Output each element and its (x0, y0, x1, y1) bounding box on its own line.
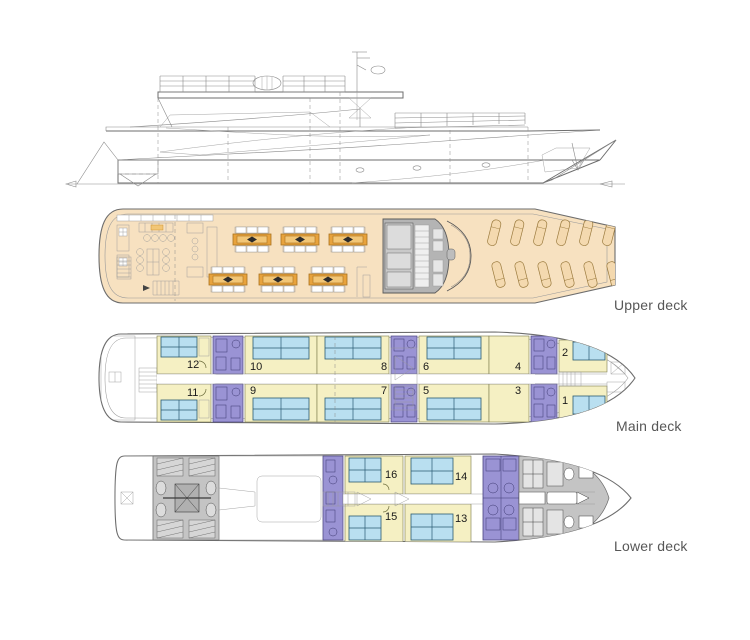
crew-quarters (518, 455, 610, 541)
upper-deck-bar-area (116, 214, 218, 301)
profile-hull (64, 51, 625, 188)
cabin-4: 4 (488, 335, 530, 375)
main-deck-label: Main deck (616, 418, 682, 434)
dining-table (208, 266, 248, 293)
main-deck-stair-bow (558, 371, 582, 387)
bar-stools (136, 234, 175, 272)
cabin-number: 2 (562, 347, 568, 359)
upper-deck-wheelhouse (382, 218, 472, 294)
dining-table (258, 266, 298, 293)
cabin-number: 9 (250, 385, 256, 397)
sun-loungers-top (487, 219, 615, 246)
cabin-number: 4 (515, 361, 521, 373)
cabin-15: 15 (344, 503, 404, 542)
main-deck-stair-center (390, 347, 418, 411)
upper-deck-stair-aft (116, 256, 132, 280)
lower-deck-label: Lower deck (614, 538, 688, 554)
main-deck-corridor (157, 336, 607, 422)
upper-deck-dining-area (208, 226, 371, 298)
cabin-number: 16 (385, 469, 397, 481)
cabin-10: 10 (244, 335, 318, 375)
cabin-number: 7 (381, 385, 387, 397)
engine-room (115, 455, 324, 541)
cabin-number: 8 (381, 361, 387, 373)
dining-table (308, 266, 348, 293)
portholes (355, 162, 491, 173)
main-deck-plan: 12 10 8 (98, 331, 636, 425)
cabin-8: 8 (316, 335, 390, 375)
cabin-1: 1 (558, 385, 608, 419)
cabin-11: 11 (156, 383, 212, 423)
lower-deck-plan: 16 15 14 (114, 453, 632, 543)
cabin-number: 13 (455, 513, 467, 525)
dining-table (232, 226, 272, 253)
cabin-number: 10 (250, 361, 262, 373)
cabin-3: 3 (488, 383, 530, 423)
cabin-6: 6 (418, 335, 490, 375)
ship-profile-view (64, 51, 625, 188)
cabin-9: 9 (244, 383, 318, 423)
cabin-16: 16 (344, 455, 404, 495)
sun-loungers-bottom (491, 261, 615, 288)
mast-icon (348, 51, 386, 120)
anchor-icon (541, 142, 591, 173)
bathroom (212, 335, 244, 375)
cabin-number: 3 (515, 385, 521, 397)
cabin-5: 5 (418, 383, 490, 423)
dining-table (328, 226, 368, 253)
cabin-number: 1 (562, 395, 568, 407)
cabin-number: 14 (455, 471, 467, 483)
dining-table (280, 226, 320, 253)
cabin-number: 11 (187, 387, 198, 399)
upper-deck-label: Upper deck (614, 297, 688, 313)
lower-deck-corridor (322, 491, 487, 507)
cabin-number: 5 (423, 385, 429, 397)
upper-deck-stair-mid (143, 280, 180, 296)
cabin-12: 12 (156, 335, 212, 375)
bathroom (212, 383, 244, 423)
lower-deck-stair (322, 491, 372, 507)
cabin-13: 13 (404, 503, 472, 542)
main-deck-stair-aft (138, 367, 158, 393)
cabin-number: 6 (423, 361, 429, 373)
cabin-number: 15 (385, 511, 397, 523)
cabin-7: 7 (316, 383, 390, 423)
upper-deck-plan (98, 208, 616, 304)
cabin-14: 14 (404, 455, 472, 495)
liferaft-icon (252, 75, 282, 91)
cabin-number: 12 (187, 359, 199, 371)
cabin-2: 2 (558, 339, 608, 373)
